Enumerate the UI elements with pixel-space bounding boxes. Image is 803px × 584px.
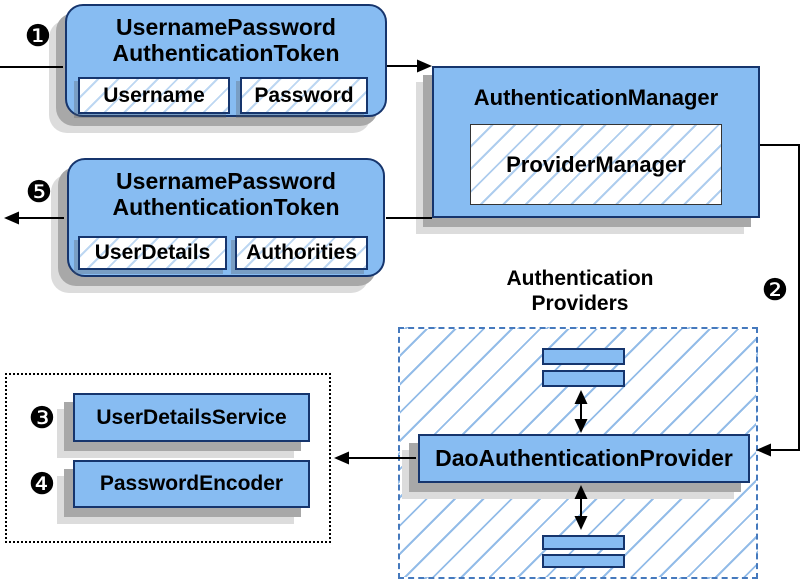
- services-dotted-container: [5, 373, 331, 543]
- arrowhead-into-services: [334, 451, 349, 465]
- arrowhead-into-provider: [756, 443, 771, 457]
- provider-placeholder-bar-bottom-2: [542, 554, 625, 568]
- step-4-badge: ❹: [28, 468, 56, 501]
- step-3-badge: ❸: [28, 402, 56, 435]
- provider-placeholder-bar-top-2: [542, 370, 625, 387]
- result-token-title-line2: AuthenticationToken: [112, 194, 340, 220]
- password-field-chip: Password: [240, 77, 368, 114]
- request-token-title: UsernamePassword AuthenticationToken: [67, 6, 385, 66]
- user-details-service-box: UserDetailsService: [73, 393, 310, 442]
- step-2-badge: ❷: [761, 274, 789, 307]
- arrowhead-into-manager: [417, 59, 432, 73]
- password-encoder-box: PasswordEncoder: [73, 460, 310, 508]
- authorities-field-chip: Authorities: [235, 236, 368, 270]
- authentication-manager-title: AuthenticationManager: [473, 85, 719, 110]
- provider-placeholder-bar-bottom-1: [542, 535, 625, 550]
- provider-placeholder-bar-top-1: [542, 348, 625, 365]
- dao-authentication-provider-box: DaoAuthenticationProvider: [418, 434, 750, 483]
- request-token-title-line1: UsernamePassword: [116, 14, 336, 40]
- result-token-title-line1: UsernamePassword: [116, 168, 336, 194]
- authentication-providers-label-line2: Providers: [531, 292, 629, 315]
- request-token-title-line2: AuthenticationToken: [112, 40, 340, 66]
- provider-manager-box: ProviderManager: [470, 124, 722, 205]
- step-1-badge: ❶: [24, 20, 52, 53]
- arrowhead-result-out: [4, 211, 19, 225]
- username-field-chip: Username: [78, 77, 230, 114]
- step-5-badge: ❺: [25, 176, 53, 209]
- result-token-title: UsernamePassword AuthenticationToken: [69, 160, 383, 220]
- user-details-field-chip: UserDetails: [78, 236, 227, 270]
- authentication-providers-label-line1: Authentication: [506, 267, 654, 290]
- authentication-providers-label: Authentication Providers: [455, 266, 705, 316]
